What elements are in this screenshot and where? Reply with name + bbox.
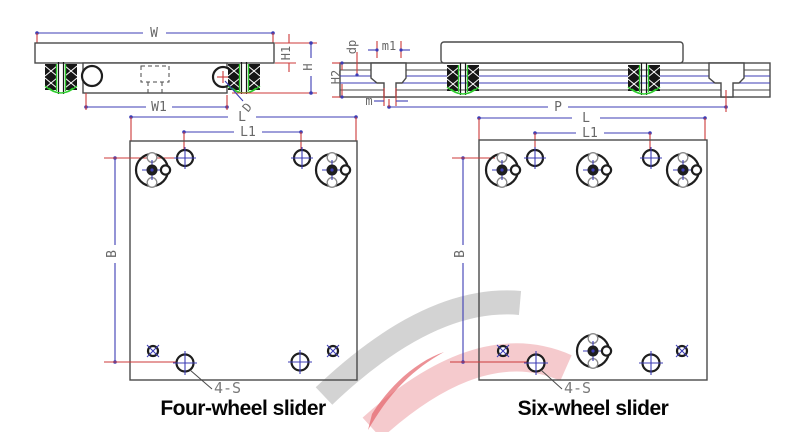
dim-w: W: [35, 26, 275, 43]
dim-m1: m1: [368, 39, 410, 58]
four-wheel-plan-view: L L1 B 4-S: [104, 110, 358, 397]
dim-label-h2: H2: [329, 70, 343, 84]
dim-label-l1-4w: L1: [240, 125, 256, 140]
dim-h: H: [232, 41, 317, 95]
six-wheel-plan-view: L L1 B 4-S: [450, 111, 708, 397]
side-cross-section-view: dp m1 H2 m: [329, 39, 771, 115]
mounting-hole: [638, 145, 664, 171]
dim-m: m: [365, 88, 408, 108]
mounting-hole: [172, 145, 198, 171]
wheel: [314, 151, 352, 189]
hole-callout-6w: 4-S: [564, 379, 591, 397]
mounting-hole: [289, 145, 315, 171]
wheel: [575, 151, 613, 189]
dim-l-4w: L: [129, 110, 358, 141]
dim-label-m1: m1: [382, 39, 396, 53]
six-wheel-plate: [478, 139, 708, 381]
front-carriage-body: [82, 62, 228, 94]
dim-label-l-4w: L: [238, 110, 246, 125]
corner-hole: [674, 343, 690, 359]
rail-hole-right: [708, 62, 745, 98]
mounting-hole: [522, 145, 548, 171]
leader-4s-4w: 4-S: [189, 369, 241, 397]
dim-label-m: m: [365, 94, 372, 108]
wheel: [575, 332, 613, 370]
dim-dp: dp: [345, 40, 359, 77]
corner-hole: [145, 343, 161, 359]
dim-label-l1-6w: L1: [582, 126, 598, 141]
dim-p: P: [387, 90, 728, 115]
dim-w1: W1: [84, 93, 229, 115]
side-slider-plate: [440, 41, 684, 64]
front-top-plate: [34, 42, 275, 64]
wheel: [484, 151, 522, 189]
four-wheel-plate: [129, 140, 358, 381]
front-left-pin: [80, 64, 104, 88]
dim-label-w1: W1: [151, 100, 167, 115]
dim-label-dp: dp: [345, 40, 359, 54]
leader-4s-6w: 4-S: [540, 369, 591, 397]
dim-label-w: W: [150, 26, 158, 41]
watermark-gray-swoosh: [315, 290, 522, 405]
dim-l-6w: L: [477, 111, 707, 140]
dim-h1: H1: [275, 34, 296, 72]
dim-l1-6w: L1: [533, 126, 652, 156]
wheel: [665, 151, 703, 189]
hole-callout-4w: 4-S: [214, 379, 241, 397]
six-wheel-slider-title: Six-wheel slider: [517, 397, 669, 420]
dim-label-b-6w: B: [453, 250, 468, 258]
front-left-wheel: [44, 61, 78, 95]
front-cross-section-view: W W1: [34, 26, 317, 115]
dim-label-p: P: [554, 100, 562, 115]
dim-label-l-6w: L: [582, 111, 590, 126]
dim-label-h1: H1: [279, 46, 293, 60]
four-wheel-slider-title: Four-wheel slider: [160, 397, 326, 420]
front-t-slot-hidden: [140, 65, 170, 93]
corner-hole: [495, 343, 511, 359]
rail-body: [339, 62, 771, 98]
mounting-hole: [637, 349, 665, 377]
dim-b-6w: B: [450, 156, 527, 364]
dim-label-b-4w: B: [105, 250, 120, 258]
dim-label-h: H: [301, 63, 315, 70]
mounting-hole: [286, 348, 314, 376]
corner-hole: [325, 343, 341, 359]
dim-h2: H2: [329, 61, 344, 99]
dim-l1-4w: L1: [182, 125, 303, 156]
dim-b-4w: B: [104, 156, 177, 364]
mounting-hole: [171, 349, 199, 377]
